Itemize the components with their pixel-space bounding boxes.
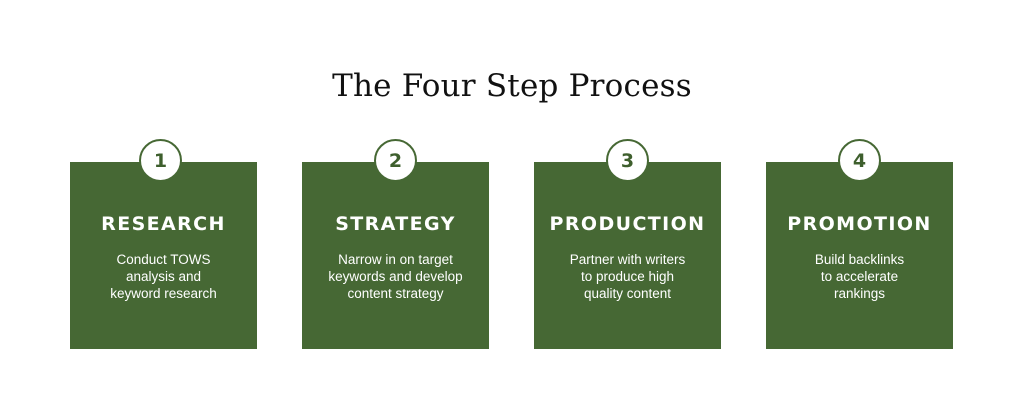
step-number-badge: 3: [606, 139, 649, 182]
step-number-badge: 2: [374, 139, 417, 182]
step-card-promotion: [766, 162, 953, 349]
step-title: PROMOTION: [787, 213, 932, 235]
step-number-badge: 1: [139, 139, 182, 182]
step-card-production: [534, 162, 721, 349]
step-description: Conduct TOWS analysis and keyword resear…: [110, 252, 217, 301]
step-card-strategy: [302, 162, 489, 349]
step-number-badge: 4: [838, 139, 881, 182]
page-title: The Four Step Process: [332, 68, 692, 104]
step-title: PRODUCTION: [549, 213, 706, 235]
step-description: Partner with writers to produce high qua…: [569, 252, 686, 301]
step-description: Build backlinks to accelerate rankings: [814, 252, 905, 301]
step-description: Narrow in on target keywords and develop…: [328, 252, 463, 301]
step-title: STRATEGY: [335, 213, 456, 235]
step-card-research: [70, 162, 257, 349]
step-title: RESEARCH: [101, 213, 226, 235]
